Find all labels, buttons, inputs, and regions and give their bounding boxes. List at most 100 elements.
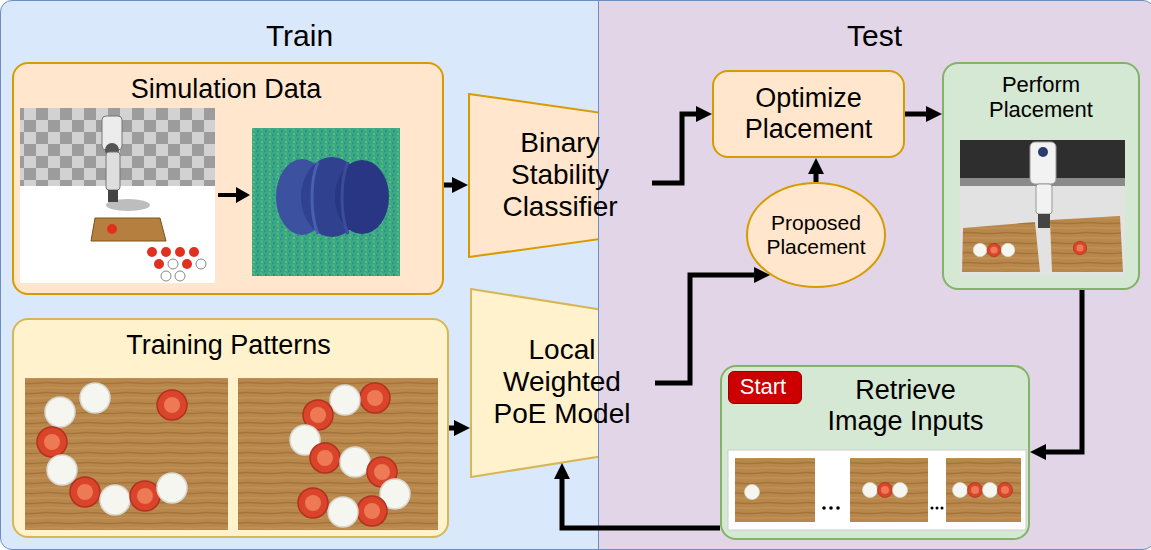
training-photo — [100, 485, 130, 515]
training-photo — [380, 479, 410, 509]
training-photo — [37, 427, 67, 457]
robot-photo — [1038, 147, 1048, 157]
action-box: Retrieve Image Inputs Start — [720, 365, 1030, 540]
image-sequence — [946, 458, 1021, 522]
depth-image — [301, 157, 363, 237]
simulation-scene — [20, 108, 215, 283]
training-photo — [157, 390, 187, 420]
test-panel: TestOptimize PlacementPerform PlacementP… — [598, 0, 1151, 550]
image-sequence — [829, 506, 833, 510]
simulation-scene — [107, 224, 117, 234]
image-sequence — [983, 483, 998, 498]
node-label: Simulation Data — [14, 74, 438, 105]
robot-photo — [960, 178, 1125, 186]
simulation-scene — [189, 247, 199, 257]
scene-to-depth-arrow — [218, 187, 250, 203]
training-photo — [80, 383, 110, 413]
simulation-scene — [20, 108, 215, 283]
training-photo — [367, 457, 397, 487]
training-photo — [70, 477, 100, 507]
node-label: Optimize Placement — [721, 83, 896, 145]
simulation-scene — [105, 143, 119, 157]
training-photo — [47, 455, 77, 485]
robot-photo — [1050, 216, 1123, 272]
training-photo — [298, 488, 328, 518]
training-photo — [303, 400, 333, 430]
simulation-scene — [154, 259, 164, 269]
image-sequence — [893, 483, 908, 498]
simulation-scene — [108, 190, 118, 202]
node-label: Test — [599, 19, 1150, 54]
robot-photo — [1038, 214, 1050, 228]
training-photo — [157, 473, 187, 503]
robot-photo — [960, 186, 1125, 275]
depth-image — [276, 159, 328, 235]
node-label: Binary Stability Classifier — [485, 127, 635, 224]
process-box: Optimize Placement — [712, 70, 905, 158]
data-box: Training Patterns — [12, 318, 449, 538]
simulation-scene — [91, 218, 166, 241]
proposal-ellipse: Proposed Placement — [746, 182, 886, 288]
simulation-scene — [106, 199, 150, 211]
image-sequence — [850, 458, 928, 522]
training-photo — [360, 383, 390, 413]
node-label: Retrieve Image Inputs — [818, 375, 993, 437]
training-photo — [238, 378, 438, 530]
arrow-connector — [444, 183, 452, 188]
depth-image — [252, 128, 400, 276]
depth-image — [342, 162, 348, 234]
node-label: Train — [1, 19, 598, 54]
simulation-scene — [161, 247, 171, 257]
training-photo — [238, 378, 438, 530]
node-label: Local Weighted PoE Model — [487, 334, 637, 431]
image-sequence — [728, 450, 1026, 530]
image-sequence — [998, 483, 1013, 498]
ellipse-outline — [746, 182, 886, 288]
simulation-scene — [147, 247, 157, 257]
simulation-scene — [196, 259, 206, 269]
robot-photo — [1001, 243, 1015, 257]
ellipse-shape — [747, 183, 885, 287]
robot-photo — [1030, 142, 1056, 184]
image-sequence — [735, 458, 815, 522]
image-sequence — [745, 485, 760, 500]
simulation-scene — [106, 152, 120, 190]
image-sequence — [863, 483, 878, 498]
simulation-scene — [175, 271, 185, 281]
train-panel: TrainSimulation DataBinary Stability Cla… — [0, 0, 603, 550]
training-photo — [328, 497, 358, 527]
robot-photo — [973, 243, 987, 257]
depth-image — [335, 160, 389, 234]
arrow-connector — [655, 275, 754, 383]
arrow-connector — [1046, 290, 1082, 452]
training-photo — [290, 425, 320, 455]
robot-photo — [987, 243, 1001, 257]
training-photo — [330, 385, 360, 415]
depth-image — [252, 128, 400, 276]
node-label: Start — [729, 374, 797, 399]
arrow-connector — [562, 479, 720, 528]
image-sequence — [968, 483, 983, 498]
simulation-scene — [175, 247, 185, 257]
image-sequence — [953, 483, 968, 498]
image-sequence — [936, 507, 939, 510]
depth-image — [312, 162, 318, 234]
robot-photo — [962, 222, 1040, 272]
simulation-scene — [20, 186, 215, 283]
robot-photo — [1073, 241, 1087, 255]
node-label: Proposed Placement — [761, 211, 871, 259]
training-photo — [130, 481, 160, 511]
simulation-scene — [102, 116, 122, 150]
robot-photo — [960, 140, 1125, 275]
arrow-connector — [652, 114, 696, 183]
start-badge: Start — [728, 371, 802, 404]
data-box: Simulation Data — [12, 62, 444, 295]
training-photo — [25, 378, 228, 530]
arrow-connector — [814, 174, 819, 182]
image-sequence — [878, 483, 893, 498]
simulation-scene — [182, 259, 192, 269]
image-sequence — [728, 450, 1026, 530]
simulation-scene — [161, 271, 171, 281]
robot-photo — [1036, 184, 1052, 214]
simulation-scene — [168, 259, 178, 269]
